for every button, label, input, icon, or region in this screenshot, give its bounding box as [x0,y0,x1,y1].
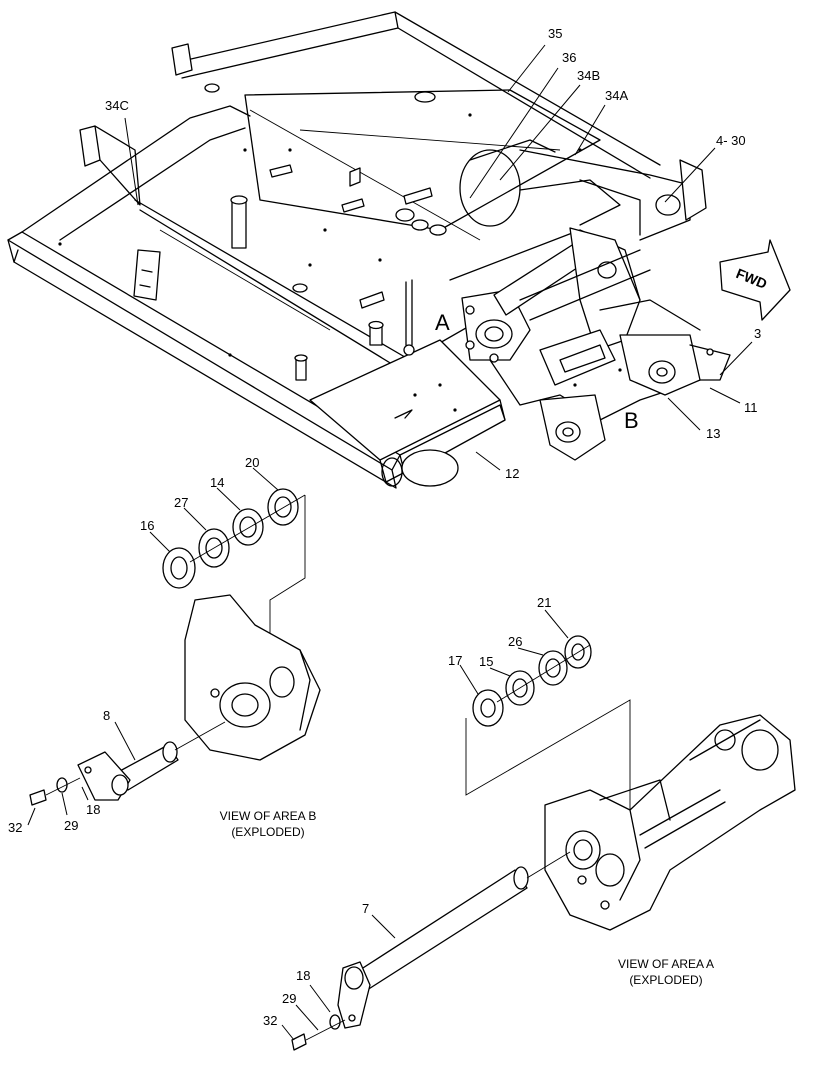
callout-34a: 34A [605,88,628,103]
callout-21: 21 [537,595,551,610]
callout-34c: 34C [105,98,129,113]
callout-17: 17 [448,653,462,668]
caption-view-a-title: VIEW OF AREA A [618,957,714,971]
callout-35: 35 [548,26,562,41]
callout-26: 26 [508,634,522,649]
callout-29-b: 29 [64,818,78,833]
callout-18-b: 18 [86,802,100,817]
callout-14: 14 [210,475,224,490]
callout-8: 8 [103,708,110,723]
forward-arrow-icon: FWD [719,239,791,321]
area-label-b: B [624,408,639,433]
callout-36: 36 [562,50,576,65]
main-frame-assembly [7,11,731,489]
callout-15: 15 [479,654,493,669]
callout-27: 27 [174,495,188,510]
caption-view-b-title: VIEW OF AREA B [220,809,317,823]
callout-32-a: 32 [263,1013,277,1028]
area-label-a: A [435,310,450,335]
area-b-exploded-view [27,467,321,826]
callout-12: 12 [505,466,519,481]
callout-29-a: 29 [282,991,296,1006]
callout-18-a: 18 [296,968,310,983]
callout-32-b: 32 [8,820,22,835]
callout-20: 20 [245,455,259,470]
caption-view-b-sub: (EXPLODED) [231,825,304,839]
callout-7: 7 [362,901,369,916]
callout-3: 3 [754,326,761,341]
callout-4-30: 4- 30 [716,133,746,148]
caption-view-a-sub: (EXPLODED) [629,973,702,987]
callout-16: 16 [140,518,154,533]
main-leader-lines [124,44,753,471]
area-a-exploded-view [281,609,796,1051]
callout-13: 13 [706,426,720,441]
callout-11: 11 [744,400,758,415]
callout-34b: 34B [577,68,600,83]
